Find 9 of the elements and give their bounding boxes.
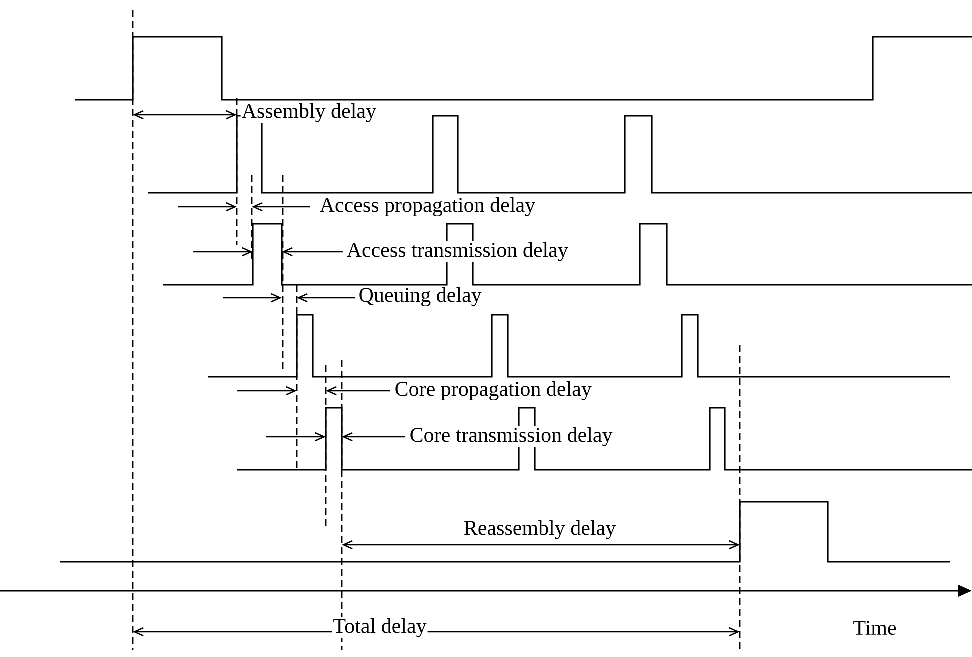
- delay-label: Queuing delay: [358, 286, 483, 308]
- delay-label: Reassembly delay: [462, 519, 618, 541]
- delay-label: Total delay: [332, 617, 428, 639]
- delay-label: Access propagation delay: [318, 196, 537, 218]
- delay-label: Access transmission delay: [346, 241, 570, 263]
- delay-label: Core transmission delay: [408, 426, 614, 448]
- delay-label: Time: [852, 620, 898, 636]
- delay-label: Assembly delay: [240, 102, 378, 124]
- delay-label: Core propagation delay: [394, 380, 593, 402]
